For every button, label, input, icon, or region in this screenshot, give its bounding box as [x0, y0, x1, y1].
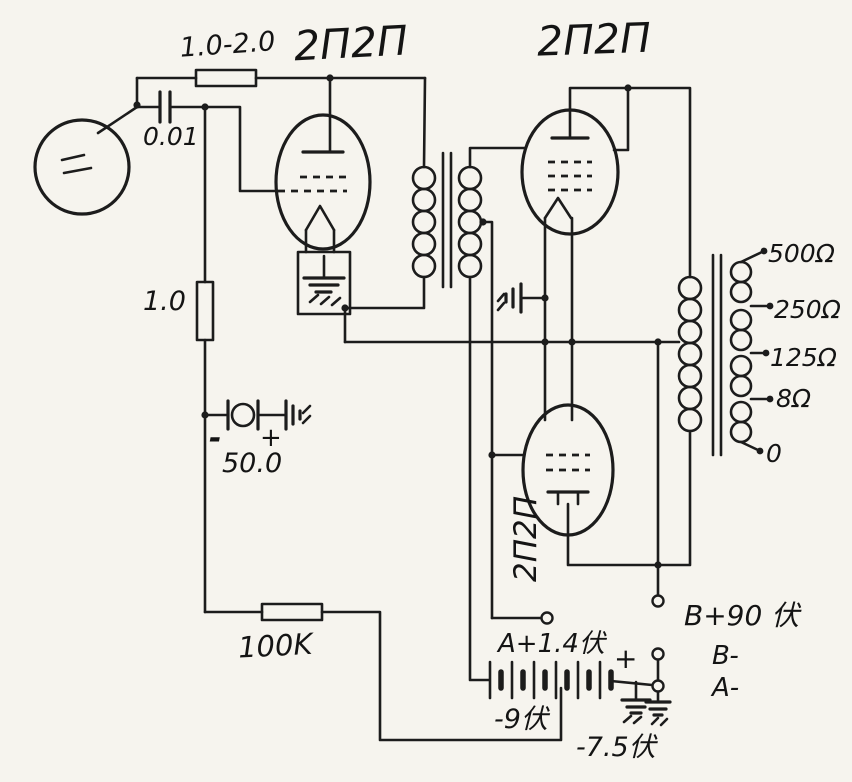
tap-0-label: 0 — [766, 439, 782, 468]
terminal-a-plus — [540, 611, 554, 625]
filter-capacitor-label: 50.0 — [222, 448, 282, 479]
a-plus-label: A+1.4伏 — [496, 629, 608, 659]
tap-8-label: 8Ω — [776, 384, 811, 413]
b-minus-label: B- — [712, 641, 739, 671]
tap-125-label: 125Ω — [770, 343, 837, 372]
input-resistor-label: 1.0-2.0 — [179, 26, 277, 64]
coupling-capacitor-label: 0.01 — [143, 122, 199, 151]
filter-capacitor — [226, 399, 260, 431]
labels: 1.0-2.0 2П2П 2П2П 2П2П 0.01 1.0 - + 50.0… — [143, 14, 841, 763]
terminal-b-minus — [651, 647, 665, 661]
tap-500-label: 500Ω — [768, 239, 835, 268]
grid-leak-label: 100K — [237, 627, 315, 665]
tube-v3 — [521, 403, 615, 537]
terminals — [540, 594, 665, 693]
tube-v2 — [520, 108, 620, 236]
output-taps-wires — [739, 250, 770, 452]
terminal-b-plus — [651, 594, 665, 608]
grid-resistor — [195, 280, 215, 342]
bias-battery — [488, 660, 614, 700]
output-transformer — [677, 250, 770, 457]
b-plus-label: B+90 伏 — [684, 599, 802, 632]
tube-v1 — [274, 113, 372, 316]
battery-label: -9伏 — [494, 704, 551, 735]
tube-v3-label: 2П2П — [508, 496, 544, 582]
a-minus-label: A- — [710, 673, 739, 703]
ground-filter-icon — [284, 399, 312, 431]
ground-filament-icon — [496, 282, 523, 314]
filter-cap-plus-sign: + — [260, 423, 282, 453]
ground-a-minus-icon — [644, 700, 672, 727]
ground-v1-icon — [302, 254, 346, 307]
ground-battery-icon — [620, 698, 652, 725]
battery-tap-label: -7.5伏 — [576, 732, 659, 763]
battery-plus-sign: + — [614, 642, 637, 675]
input-resistor — [194, 68, 258, 88]
filter-cap-minus-sign: - — [209, 421, 221, 456]
interstage-transformer — [411, 151, 483, 289]
grid-leak-resistor — [260, 602, 324, 622]
coupling-capacitor — [158, 90, 172, 124]
terminal-a-minus — [651, 679, 665, 693]
grid-resistor-label: 1.0 — [143, 286, 186, 317]
tap-250-label: 250Ω — [774, 295, 841, 324]
tube-v1-label: 2П2П — [293, 16, 409, 70]
junction-dots — [133, 74, 774, 569]
tube-v2-label: 2П2П — [536, 14, 651, 66]
microphone — [33, 118, 131, 216]
